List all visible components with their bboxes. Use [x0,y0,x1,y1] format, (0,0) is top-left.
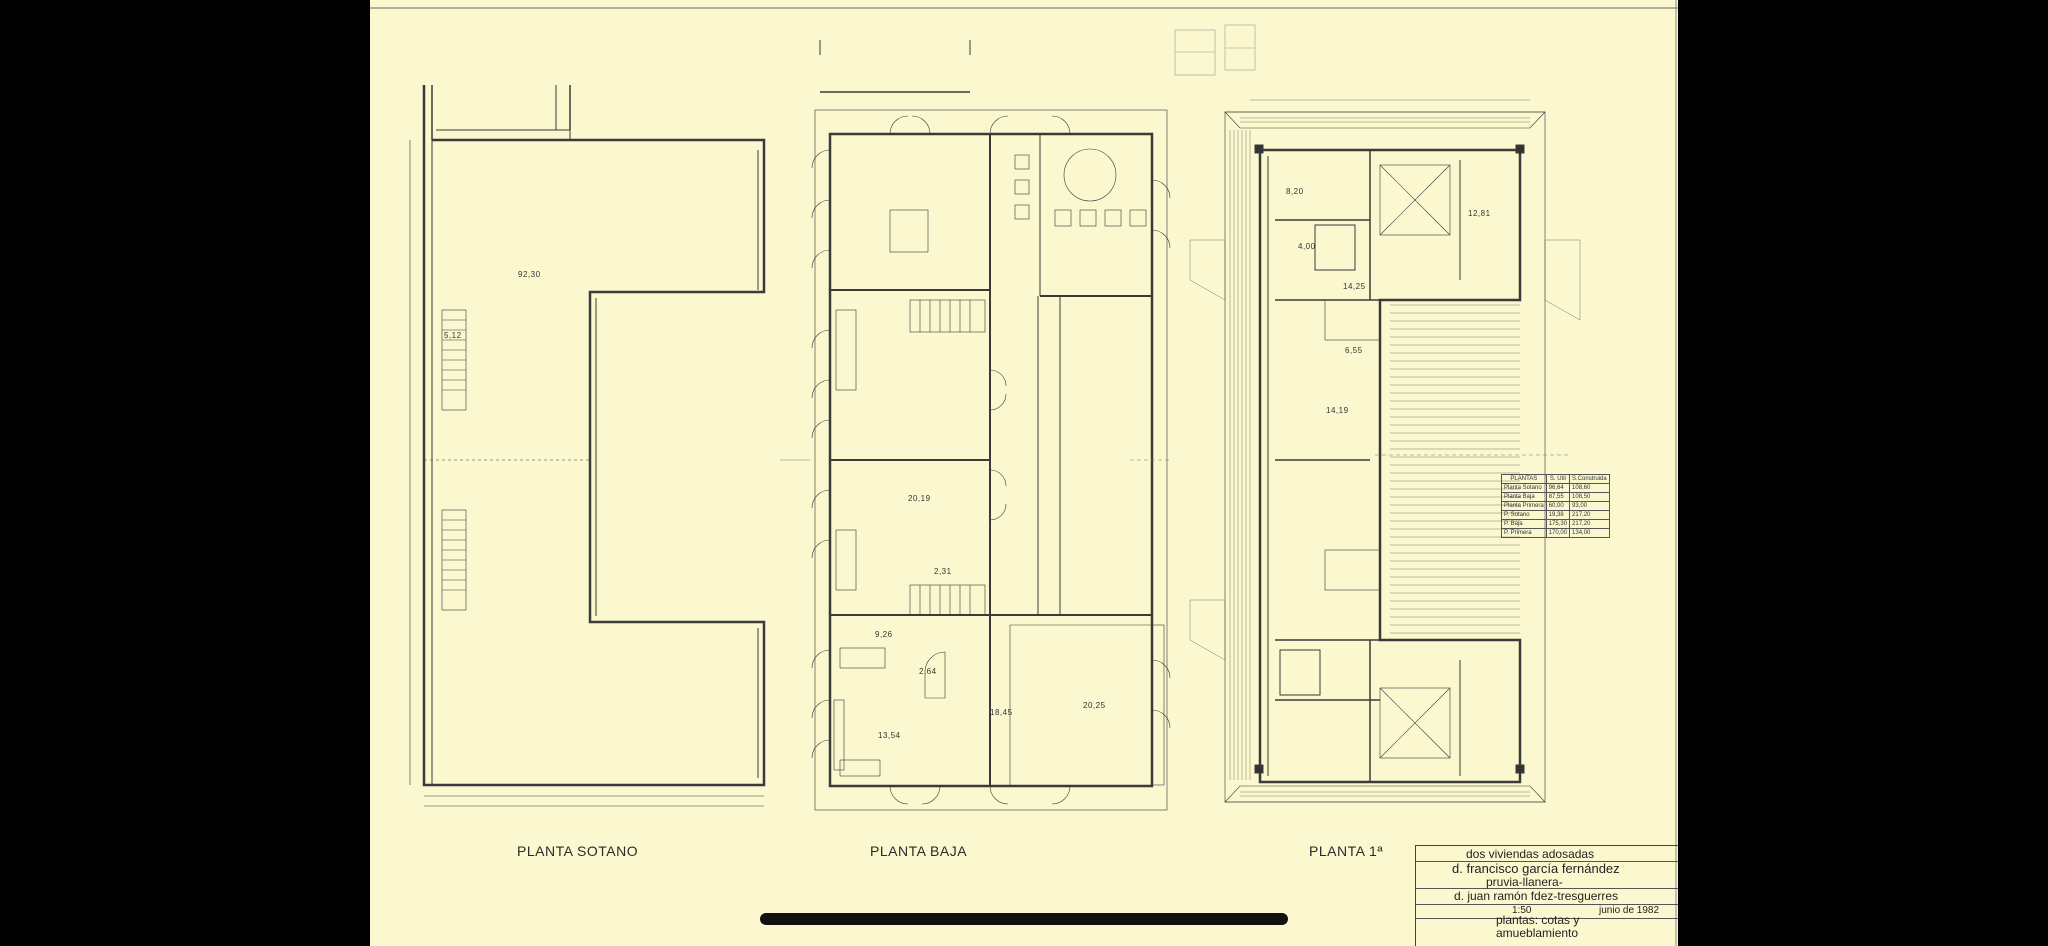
table-row: Planta Baja 87,55 108,50 [1501,492,1610,502]
title-block-row [1416,888,1678,889]
room-area-p1-c: 4,00 [1298,242,1316,251]
sketch-marks [1174,24,1256,76]
plan-title-baja: PLANTA BAJA [870,843,968,859]
home-indicator-bar[interactable] [760,913,1288,925]
primera-roof-hatching [1189,117,1581,797]
table-cell: 134,00 [1569,528,1610,538]
table-cell: P. Baja [1501,519,1547,529]
planta-primera-plan [1224,111,1546,803]
table-cell: 217,20 [1569,510,1610,520]
table-header-row: PLANTAS S. Util S.Construida [1501,474,1610,484]
table-cell: 175,30 [1545,519,1571,529]
table-cell: Planta Primera [1501,501,1547,511]
date: junio de 1982 [1599,905,1660,916]
table-header: PLANTAS [1501,474,1547,484]
title-block-row [1416,918,1678,919]
table-row: P. Sotano 19,38 217,20 [1501,510,1610,520]
table-row: Planta Primera 60,00 93,00 [1501,501,1610,511]
room-area-p1-e: 6,55 [1345,346,1363,355]
table-row: P. Baja 175,30 217,20 [1501,519,1610,529]
room-area-baja-c: 9,26 [875,630,893,639]
room-area-p1-b: 12,81 [1468,209,1491,218]
plan-title-sotano: PLANTA SOTANO [517,843,639,859]
room-area-baja-g: 20,25 [1083,701,1106,710]
table-cell: 19,38 [1545,510,1571,520]
sotano-stairs [409,140,764,807]
room-area-baja-a: 20,19 [908,494,931,503]
table-header: S.Construida [1569,474,1610,484]
room-area-sotano-main: 92,30 [518,270,541,279]
owner-name: d. francisco garcía fernández [1452,861,1620,876]
room-area-p1-f: 14,19 [1326,406,1349,415]
table-cell: 96,64 [1545,483,1571,493]
baja-doors-and-furniture [811,115,1171,805]
table-cell: 217,20 [1569,519,1610,529]
floor-plan-drawing [370,0,1678,946]
planta-baja-plan [814,40,1168,811]
room-area-baja-d: 2,64 [919,667,937,676]
table-cell: 93,00 [1569,501,1610,511]
table-cell: Planta Sotano [1501,483,1547,493]
plan-title-primera: PLANTA 1ª [1309,843,1384,859]
room-area-p1-d: 14,25 [1343,282,1366,291]
scale: 1:50 [1512,905,1532,916]
title-block-row [1416,861,1678,862]
blueprint-sheet: 92,30 5,12 20,19 2,31 9,26 2,64 13,54 18… [370,0,1678,946]
project-name: dos viviendas adosadas [1466,847,1595,861]
room-area-p1-a: 8,20 [1286,187,1304,196]
plan-title-line-2: amueblamiento [1496,926,1579,940]
location: pruvia-llanera- [1486,875,1563,889]
dimension-lines [780,99,1570,461]
baja-stairs [835,299,986,616]
room-area-baja-e: 13,54 [878,731,901,740]
table-row: Planta Sotano 96,64 108,60 [1501,483,1610,493]
table-cell: P. Primera [1501,528,1547,538]
table-row: P. Primera 170,00 134,00 [1501,528,1610,538]
areas-table: PLANTAS S. Util S.Construida Planta Sota… [1501,474,1610,538]
plan-title-line-1: plantas: cotas y [1496,913,1580,927]
architect-name: d. juan ramón fdez-tresguerres [1454,889,1619,903]
table-header: S. Util [1545,474,1571,484]
table-cell: 108,50 [1569,492,1610,502]
room-area-baja-f: 18,45 [990,708,1013,717]
room-area-sotano-stair: 5,12 [444,331,462,340]
title-block-row [1416,904,1678,905]
table-cell: 60,00 [1545,501,1571,511]
table-cell: 108,60 [1569,483,1610,493]
table-cell: 170,00 [1545,528,1571,538]
room-area-baja-b: 2,31 [934,567,952,576]
table-cell: Planta Baja [1501,492,1547,502]
title-block: dos viviendas adosadas d. francisco garc… [1415,845,1678,946]
table-cell: 87,55 [1545,492,1571,502]
planta-sotano-plan [422,85,766,787]
table-cell: P. Sotano [1501,510,1547,520]
